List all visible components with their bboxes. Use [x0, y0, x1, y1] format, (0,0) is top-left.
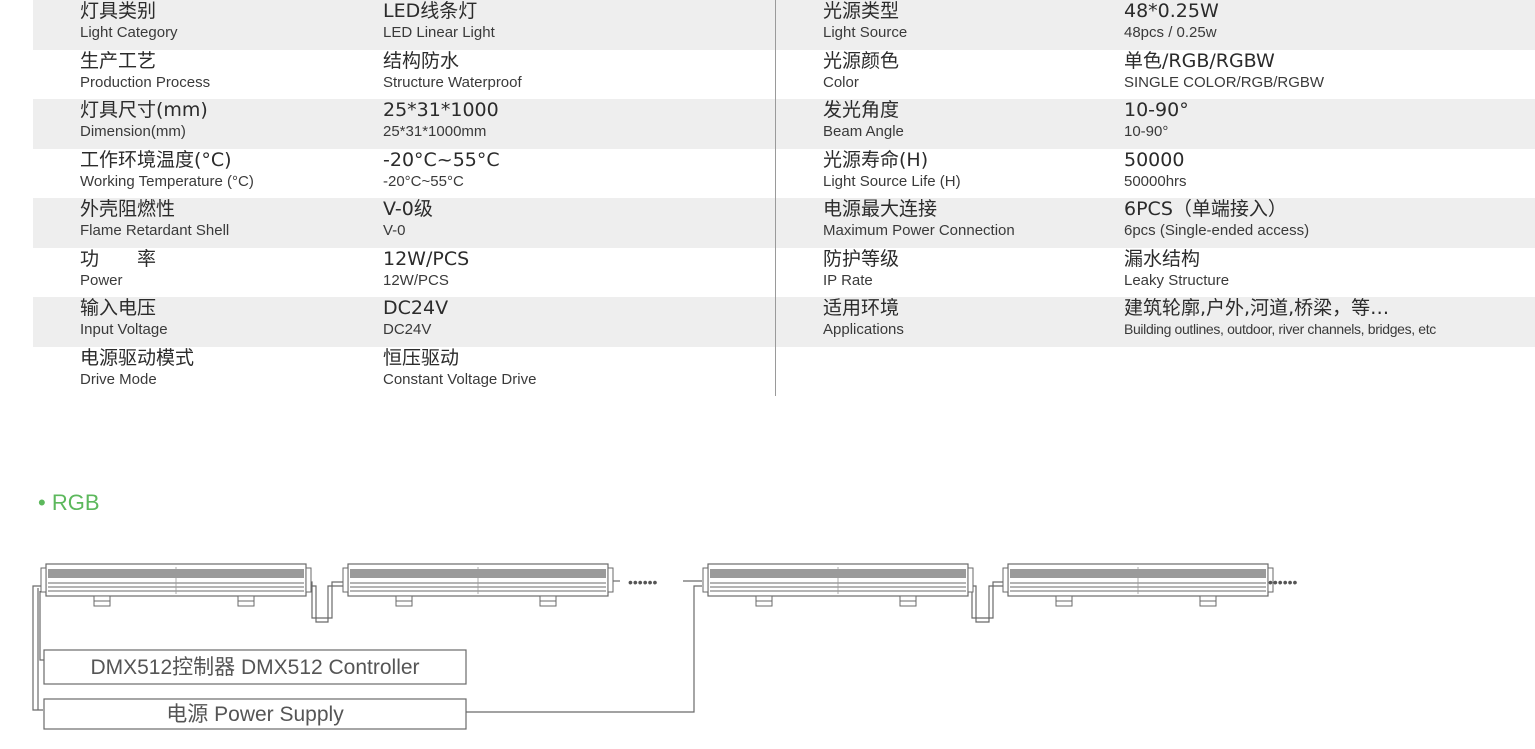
spec-row: 工作环境温度(°C) Working Temperature (°C) -20°… [33, 149, 775, 199]
spec-row: 电源驱动模式 Drive Mode 恒压驱动 Constant Voltage … [33, 347, 775, 397]
spec-label-zh: 发光角度 [823, 99, 900, 121]
spec-column-left: 灯具类别 Light Category LED线条灯 LED Linear Li… [33, 0, 775, 396]
spec-label-en: Light Source [823, 24, 908, 41]
spec-label-en: Power [80, 271, 123, 289]
controller-label: DMX512控制器 DMX512 Controller [90, 656, 419, 679]
spec-row: 生产工艺 Production Process 结构防水 Structure W… [33, 50, 775, 100]
spec-label-zh: 输入电压 [80, 297, 157, 319]
spec-label-zh: 光源寿命(H) [823, 148, 929, 171]
light-bar-2 [342, 563, 614, 607]
spec-table: 灯具类别 Light Category LED线条灯 LED Linear Li… [33, 0, 1535, 396]
column-divider [775, 0, 776, 396]
spec-row: 输入电压 Input Voltage DC24V DC24V [33, 297, 775, 347]
spec-label-en: Applications [823, 321, 904, 338]
spec-row: 灯具类别 Light Category LED线条灯 LED Linear Li… [33, 0, 775, 50]
spec-value-sub: Constant Voltage Drive [383, 370, 537, 388]
spec-label-zh: 功 率 [80, 247, 157, 270]
spec-label-en: Maximum Power Connection [823, 222, 1015, 239]
spec-label-zh: 灯具类别 [80, 0, 157, 22]
continuation-ellipsis: •••••• [628, 574, 658, 590]
power-supply-box [43, 698, 467, 730]
spec-value-main: 6PCS（单端接入） [1124, 198, 1287, 220]
spec-value-main: LED线条灯 [383, 0, 478, 22]
spec-label-zh: 电源最大连接 [823, 198, 938, 220]
spec-value-sub: 48pcs / 0.25w [1124, 24, 1217, 41]
spec-value-main: 25*31*1000 [383, 99, 499, 121]
spec-value-sub: 12W/PCS [383, 271, 449, 289]
spec-value-sub: DC24V [383, 321, 432, 338]
spec-value-main: 单色/RGB/RGBW [1124, 49, 1275, 72]
spec-value-main: 12W/PCS [383, 247, 470, 270]
spec-label-en: Flame Retardant Shell [80, 222, 230, 239]
spec-column-right: 光源类型 Light Source 48*0.25W 48pcs / 0.25w… [776, 0, 1535, 396]
spec-label-en: Working Temperature (°C) [80, 172, 254, 190]
light-bar-1 [40, 563, 312, 607]
spec-value-sub: LED Linear Light [383, 24, 495, 41]
spec-row: 发光角度 Beam Angle 10-90° 10-90° [776, 99, 1535, 149]
spec-label-zh: 适用环境 [823, 297, 900, 319]
spec-label-zh: 灯具尺寸(mm) [80, 99, 208, 121]
spec-row: 功 率 Power 12W/PCS 12W/PCS [33, 248, 775, 298]
spec-label-zh: 生产工艺 [80, 49, 157, 72]
spec-label-en: Input Voltage [80, 321, 168, 338]
spec-label-en: Light Source Life (H) [823, 172, 961, 190]
spec-label-en: Production Process [80, 73, 211, 91]
spec-value-main: 恒压驱动 [383, 346, 460, 369]
continuation-ellipsis: •••••• [1268, 574, 1298, 590]
spec-value-sub: 6pcs (Single-ended access) [1124, 222, 1310, 239]
wiring-diagram-svg: •••••• •••••• DMX512控制器 DMX512 Controlle… [32, 563, 1298, 730]
section-title-rgb: • RGB [38, 490, 100, 515]
spec-row: 光源寿命(H) Light Source Life (H) 50000 5000… [776, 149, 1535, 199]
spec-value-main: 漏水结构 [1124, 247, 1201, 270]
spec-value-sub: 25*31*1000mm [383, 123, 487, 140]
spec-row: 适用环境 Applications 建筑轮廓,户外,河道,桥梁，等… Build… [776, 297, 1535, 347]
spec-row: 光源颜色 Color 单色/RGB/RGBW SINGLE COLOR/RGB/… [776, 50, 1535, 100]
spec-label-en: Beam Angle [823, 123, 904, 140]
spec-value-sub: -20°C~55°C [383, 172, 464, 190]
spec-value-sub: 50000hrs [1124, 172, 1187, 190]
spec-label-zh: 外壳阻燃性 [80, 198, 176, 220]
spec-value-main: 48*0.25W [1124, 0, 1219, 22]
spec-value-sub: Leaky Structure [1124, 271, 1230, 289]
power-supply-label: 电源 Power Supply [166, 703, 344, 726]
spec-label-zh: 防护等级 [823, 247, 900, 270]
spec-row-empty [776, 347, 1535, 397]
spec-label-en: Light Category [80, 24, 178, 41]
spec-row: 光源类型 Light Source 48*0.25W 48pcs / 0.25w [776, 0, 1535, 50]
spec-label-en: Dimension(mm) [80, 123, 186, 140]
spec-value-sub: SINGLE COLOR/RGB/RGBW [1124, 73, 1325, 91]
spec-label-en: Color [823, 73, 859, 91]
spec-label-zh: 工作环境温度(°C) [80, 148, 232, 171]
spec-row: 电源最大连接 Maximum Power Connection 6PCS（单端接… [776, 198, 1535, 248]
spec-value-sub: 10-90° [1124, 123, 1169, 140]
spec-value-main: 建筑轮廓,户外,河道,桥梁，等… [1124, 297, 1390, 319]
spec-value-sub: Building outlines, outdoor, river channe… [1124, 321, 1436, 337]
spec-label-en: Drive Mode [80, 370, 157, 388]
spec-value-main: V-0级 [383, 198, 433, 220]
light-bar-4 [1002, 563, 1274, 607]
spec-value-main: 50000 [1124, 148, 1185, 171]
spec-label-zh: 电源驱动模式 [80, 346, 195, 369]
wiring-diagram: •••••• •••••• DMX512控制器 DMX512 Controlle… [0, 540, 1535, 749]
spec-value-main: -20°C~55°C [383, 148, 500, 171]
spec-label-en: IP Rate [823, 271, 873, 289]
spec-label-zh: 光源颜色 [823, 49, 900, 72]
spec-label-zh: 光源类型 [823, 0, 900, 22]
spec-row: 外壳阻燃性 Flame Retardant Shell V-0级 V-0 [33, 198, 775, 248]
spec-row: 灯具尺寸(mm) Dimension(mm) 25*31*1000 25*31*… [33, 99, 775, 149]
spec-value-main: 10-90° [1124, 99, 1189, 121]
spec-value-main: 结构防水 [383, 49, 460, 72]
spec-value-main: DC24V [383, 297, 449, 319]
spec-value-sub: V-0 [383, 222, 406, 239]
spec-row: 防护等级 IP Rate 漏水结构 Leaky Structure [776, 248, 1535, 298]
controller-box [43, 649, 467, 685]
spec-value-sub: Structure Waterproof [383, 73, 522, 91]
light-bar-3 [702, 563, 974, 607]
